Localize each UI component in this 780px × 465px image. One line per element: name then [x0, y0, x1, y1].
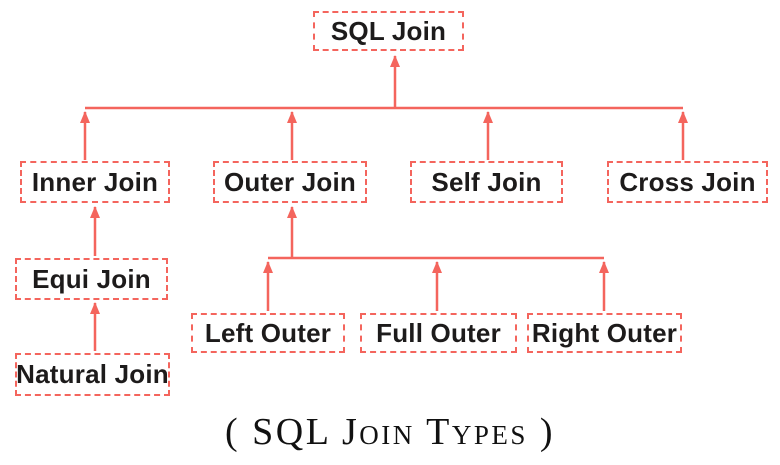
node-inner-join: Inner Join: [20, 161, 170, 203]
node-cross-join: Cross Join: [607, 161, 768, 203]
node-equi-join: Equi Join: [15, 258, 168, 300]
diagram-title: ( SQL Join Types ): [224, 411, 555, 453]
node-outer-join: Outer Join: [213, 161, 367, 203]
node-left-outer: Left Outer: [191, 313, 345, 353]
node-natural-join: Natural Join: [15, 353, 170, 396]
node-self-join: Self Join: [410, 161, 563, 203]
node-full-outer: Full Outer: [360, 313, 517, 353]
node-right-outer: Right Outer: [527, 313, 682, 353]
node-sql-join: SQL Join: [313, 11, 464, 51]
